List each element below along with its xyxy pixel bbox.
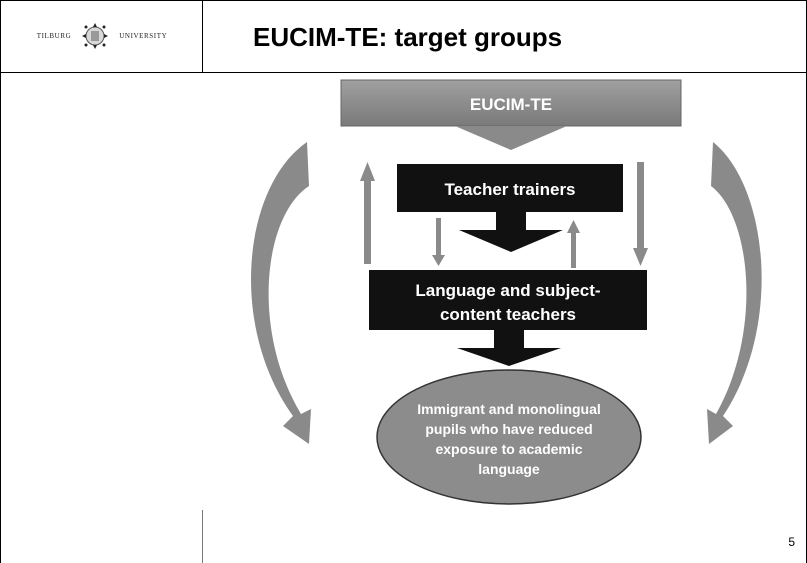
down-arrow-trainers: [459, 230, 563, 252]
language-teachers-box: [369, 270, 647, 330]
pupils-line1: Immigrant and monolingual: [417, 401, 601, 417]
down-arrow-teachers: [457, 348, 561, 366]
pupils-ellipse: [376, 369, 642, 505]
logo-left-text: TILBURG: [36, 32, 72, 40]
slide-frame-left: [0, 0, 1, 563]
teacher-trainers-box: [397, 164, 623, 212]
pupils-line2: pupils who have reduced: [425, 421, 592, 437]
slide-title: EUCIM-TE: target groups: [253, 22, 563, 52]
up-arrow-inner-right-stem: [571, 232, 576, 268]
down-arrow-inner-left-head: [432, 255, 445, 266]
language-teachers-line2: content teachers: [440, 305, 576, 324]
down-arrow-trainers-stem: [496, 212, 526, 232]
target-groups-diagram: EUCIM-TE Teacher trainers Language and s…: [251, 79, 762, 505]
page-number: 5: [788, 535, 795, 549]
eucim-te-label: EUCIM-TE: [470, 95, 552, 114]
pupils-line3: exposure to academic: [435, 441, 582, 457]
pupils-line4: language: [478, 461, 540, 477]
down-arrow-inner-left-stem: [436, 218, 441, 256]
header-divider: [202, 0, 203, 72]
left-curved-arrow: [251, 142, 311, 444]
university-logo: TILBURG UNIVERSITY: [14, 12, 190, 60]
footer-divider: [202, 510, 203, 563]
down-arrow-right-head: [633, 248, 648, 266]
eucim-te-box: [340, 79, 682, 127]
down-arrow-eucim: [455, 126, 567, 150]
right-curved-arrow: [707, 142, 762, 444]
down-arrow-teachers-stem: [494, 330, 524, 350]
down-arrow-right-stem: [637, 162, 644, 250]
university-seal-icon: [82, 23, 109, 49]
slide-frame-top: [0, 0, 807, 1]
up-arrow-left-head: [360, 162, 375, 181]
up-arrow-left-stem: [364, 180, 371, 264]
logo-right-text: UNIVERSITY: [119, 32, 168, 40]
teacher-trainers-label: Teacher trainers: [444, 180, 575, 199]
up-arrow-inner-right-head: [567, 220, 580, 233]
header-rule: [0, 72, 807, 73]
language-teachers-line1: Language and subject-: [415, 281, 600, 300]
